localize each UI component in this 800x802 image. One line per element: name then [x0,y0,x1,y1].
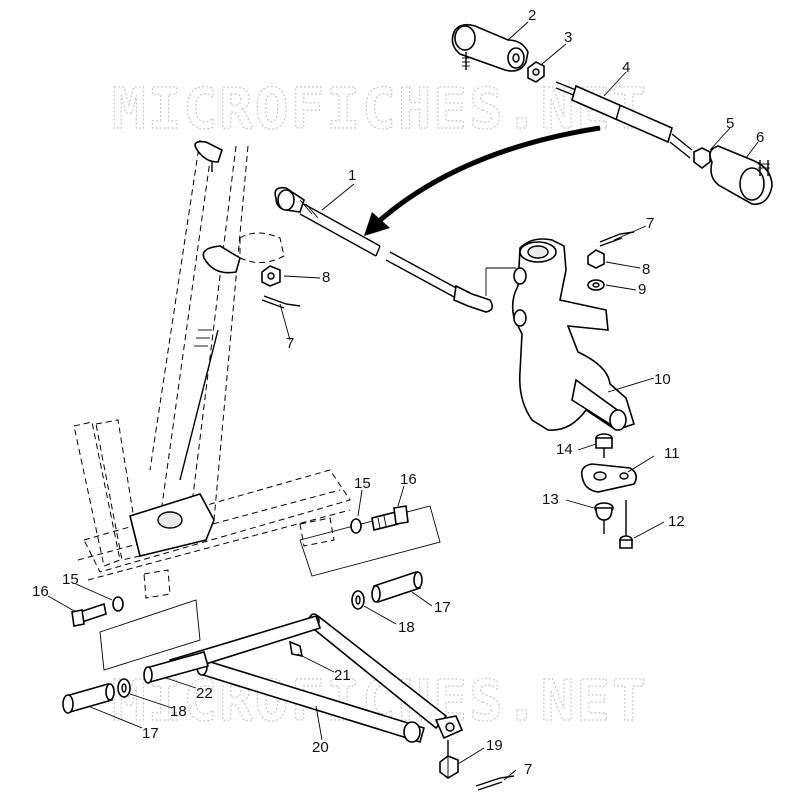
callout-labels: 1 2 3 4 5 6 7 8 9 10 11 12 13 14 8 7 15 … [32,7,764,778]
bolt-14 [595,433,613,458]
callout-2: 2 [528,7,536,24]
pivot-tube-22 [143,651,209,684]
callout-17-right: 17 [434,599,451,616]
callout-15-upper: 15 [354,475,371,492]
cotter-pin-7-upper [599,231,635,247]
callout-11: 11 [664,445,680,462]
callout-6: 6 [756,129,764,146]
grease-fitting-21 [288,640,304,658]
ball-joint-plate-11 [580,463,638,493]
ball-joint-13 [594,502,614,534]
rod-end-6 [709,145,773,205]
callout-17-left: 17 [142,725,159,742]
callout-16-lower: 16 [32,583,49,600]
washer-18-left [117,678,131,698]
callout-7-upper: 7 [646,215,654,232]
callout-7-left: 7 [286,335,294,352]
callout-14: 14 [556,441,573,458]
callout-8-upper: 8 [642,261,650,278]
callout-18-left: 18 [170,703,187,720]
castle-nut-8-left [261,265,281,287]
callout-5: 5 [726,115,734,132]
frame-mount [73,419,441,671]
bolt-12 [619,500,633,549]
castle-nut-19 [439,755,459,779]
callout-18-right: 18 [398,619,415,636]
curved-direction-arrow [364,125,601,236]
callout-9: 9 [638,281,646,298]
steering-knuckle-10 [485,238,635,431]
steering-post [149,139,285,521]
callout-13: 13 [542,491,559,508]
callout-16-upper: 16 [400,471,417,488]
washer-9 [587,279,605,291]
callout-15-lower: 15 [62,571,79,588]
callout-1: 1 [348,167,356,184]
callout-12: 12 [668,513,685,530]
callout-8-left: 8 [322,269,330,286]
bushing-17-right [371,570,423,604]
callout-7-lower: 7 [524,761,532,778]
cotter-pin-7-lower [475,775,515,791]
callout-22: 22 [196,685,213,702]
bolt-16-upper [371,505,409,531]
callout-19: 19 [486,737,503,754]
a-arm-20 [169,613,464,760]
bolt-16-lower [71,602,107,627]
callout-21: 21 [334,667,351,684]
washer-15-upper [350,518,362,534]
callout-10: 10 [654,371,671,388]
callout-4: 4 [622,59,630,76]
callout-20: 20 [312,739,329,756]
watermark-top: MICROFICHES.NET [112,77,648,142]
washer-15-lower [112,596,124,612]
rod-end-2 [451,23,529,72]
bushing-17-left [62,683,115,714]
leader-lines [47,21,759,781]
castle-nut-8-upper [587,249,605,269]
jam-nut-3 [527,61,545,83]
callout-3: 3 [564,29,572,46]
adjuster-sleeve-4 [555,81,693,159]
washer-18-right [351,590,365,610]
tie-rod-1 [274,186,494,313]
jam-nut-5 [693,147,711,169]
